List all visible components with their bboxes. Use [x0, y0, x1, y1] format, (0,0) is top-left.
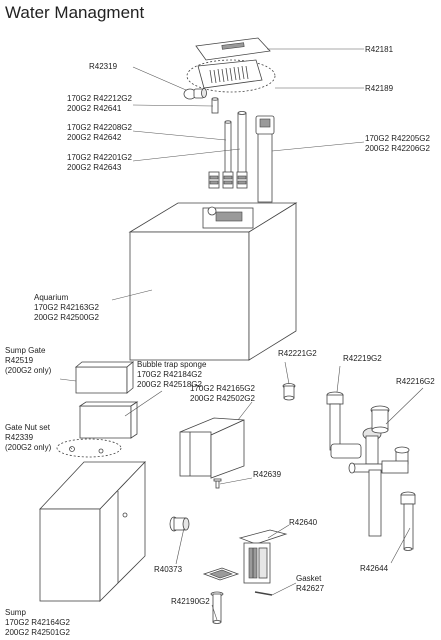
label-filter-compartment-200: 200G2 R42502G2 — [190, 394, 255, 403]
label-gate-nut-code: R42339 — [5, 433, 34, 442]
label-sump-gate-code: R42519 — [5, 356, 34, 365]
label-sump-200: 200G2 R42501G2 — [5, 628, 70, 637]
label-gate-nut-note: (200G2 only) — [5, 443, 52, 452]
pipe-fittings — [208, 171, 248, 189]
label-r42216: R42216G2 — [396, 377, 435, 386]
label-r42319: R42319 — [89, 62, 118, 71]
sump-tank — [39, 461, 146, 602]
label-sump-170: 170G2 R42164G2 — [5, 618, 70, 627]
nozzle-part — [183, 88, 207, 100]
plumbing-manifold — [326, 391, 416, 551]
label-r42639: R42639 — [253, 470, 282, 479]
label-overflow-pipe-170: 170G2 R42205G2 — [365, 134, 430, 143]
return-pipe-mid — [224, 120, 232, 175]
intake-grille-part — [186, 59, 276, 93]
overflow-pipe — [255, 115, 275, 203]
label-bubble-trap-200: 200G2 R42518G2 — [137, 380, 202, 389]
pump-holder-assembly — [238, 529, 288, 584]
valve-fitting-r42221 — [282, 383, 296, 401]
label-r42181: R42181 — [365, 45, 394, 54]
label-return-pipe-long-170: 170G2 R42201G2 — [67, 153, 132, 162]
label-return-pipe-mid-170: 170G2 R42208G2 — [67, 123, 132, 132]
label-r42640: R42640 — [289, 518, 318, 527]
page-title: Water Managment — [5, 3, 145, 22]
drain-tube — [210, 591, 224, 624]
aquarium-tank — [128, 202, 298, 361]
filter-compartment — [179, 417, 245, 479]
label-gate-nut-set: Gate Nut set — [5, 423, 51, 432]
label-r42190: R42190G2 — [171, 597, 210, 606]
label-sump-gate-note: (200G2 only) — [5, 366, 52, 375]
label-aquarium: Aquarium — [34, 293, 69, 302]
label-gasket-code: R42627 — [296, 584, 325, 593]
gasket-part — [254, 591, 273, 596]
label-gasket: Gasket — [296, 574, 322, 583]
sump-gate-part — [74, 361, 135, 394]
label-return-pipe-long-200: 200G2 R42643 — [67, 163, 122, 172]
return-pipe-short — [211, 97, 219, 114]
label-bubble-trap: Bubble trap sponge — [137, 360, 207, 369]
label-aquarium-170: 170G2 R42163G2 — [34, 303, 99, 312]
label-filter-compartment-170: 170G2 R42165G2 — [190, 384, 255, 393]
return-pipe-long — [237, 111, 247, 176]
label-r40373: R40373 — [154, 565, 183, 574]
bubble-trap-sponge — [78, 401, 139, 439]
label-overflow-pipe-200: 200G2 R42206G2 — [365, 144, 430, 153]
gate-nut-set — [56, 438, 122, 458]
label-return-pipe-short-200: 200G2 R42641 — [67, 104, 122, 113]
label-r42219: R42219G2 — [343, 354, 382, 363]
label-return-pipe-short-170: 170G2 R42212G2 — [67, 94, 132, 103]
label-aquarium-200: 200G2 R42500G2 — [34, 313, 99, 322]
leader-lines — [59, 48, 424, 621]
lid-plate-part — [195, 37, 271, 61]
label-return-pipe-mid-200: 200G2 R42642 — [67, 133, 122, 142]
label-r42644: R42644 — [360, 564, 389, 573]
screw-part — [213, 478, 222, 489]
label-r42221: R42221G2 — [278, 349, 317, 358]
bulkhead-fitting — [169, 516, 190, 532]
label-r42189: R42189 — [365, 84, 394, 93]
label-bubble-trap-170: 170G2 R42184G2 — [137, 370, 202, 379]
tray-part — [202, 567, 240, 581]
label-sump: Sump — [5, 608, 26, 617]
label-sump-gate: Sump Gate — [5, 346, 46, 355]
